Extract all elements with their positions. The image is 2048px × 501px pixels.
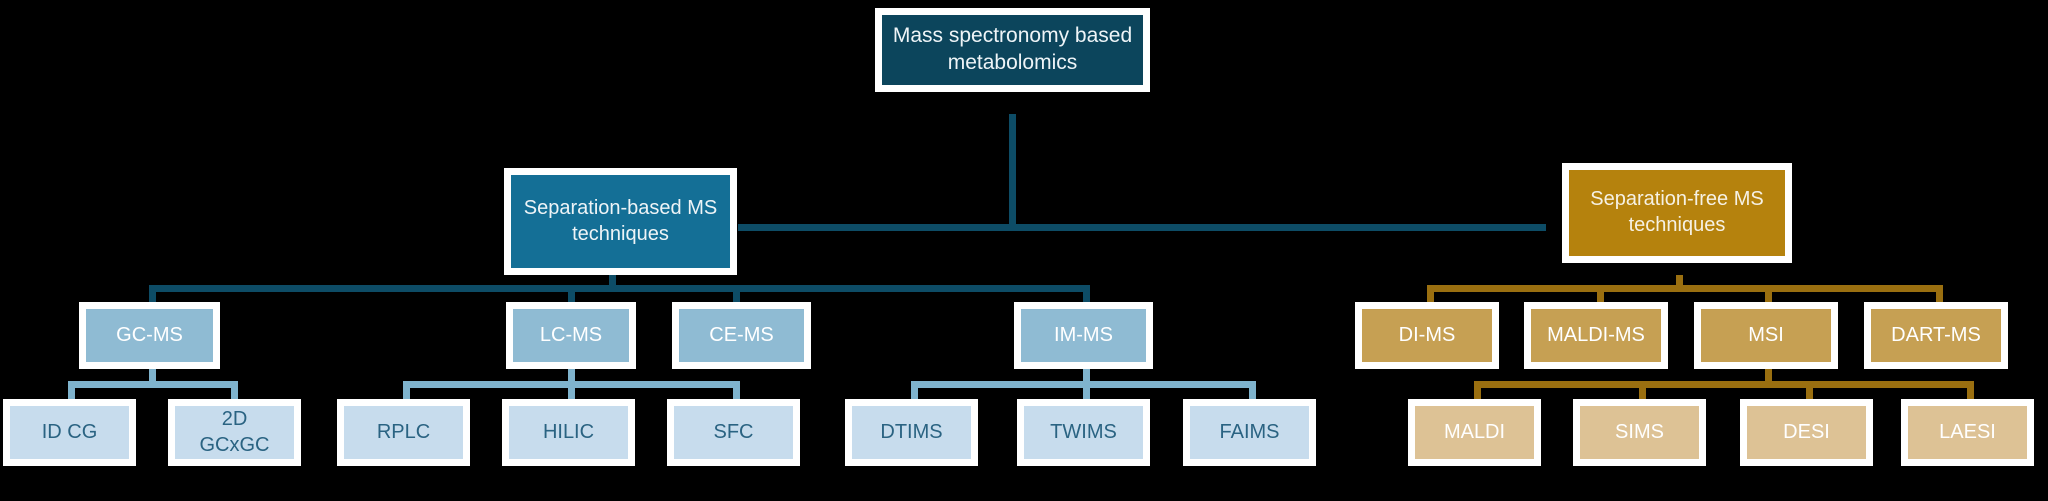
connector-gcms-stub-2dgcxgc: [231, 381, 238, 399]
connector-imms-stub-twims: [1083, 381, 1090, 399]
node-sfc[interactable]: SFC: [667, 399, 800, 466]
connector-gcms-bus: [68, 381, 238, 388]
connector-gold-l3-stub-dartms: [1936, 285, 1943, 303]
node-maldi[interactable]: MALDI: [1408, 399, 1541, 466]
connector-msi-stub-maldi: [1474, 381, 1481, 399]
node-laesi[interactable]: LAESI: [1901, 399, 2034, 466]
connector-msi-stub-laesi: [1967, 381, 1974, 399]
connector-imms-stub-faims: [1249, 381, 1256, 399]
connector-gold-l3-stub-maldims: [1597, 285, 1604, 303]
node-faims[interactable]: FAIMS: [1183, 399, 1316, 466]
node-desi[interactable]: DESI: [1740, 399, 1873, 466]
connector-gold-l3-stub-msi: [1765, 285, 1772, 303]
connector-gold-l3-bus: [1427, 285, 1943, 292]
node-id-cg[interactable]: ID CG: [3, 399, 136, 466]
connector-blue-l3-stub-cems: [733, 285, 740, 303]
node-maldi-ms[interactable]: MALDI-MS: [1524, 302, 1668, 369]
connector-msi-bus: [1474, 381, 1974, 388]
connector-imms-drop: [1083, 368, 1090, 386]
node-separation-free-ms-techniques[interactable]: Separation-free MS techniques: [1562, 163, 1792, 263]
connector-gcms-stub-idcg: [68, 381, 75, 399]
connector-lcms-stub-rplc: [403, 381, 410, 399]
node-gc-ms[interactable]: GC-MS: [79, 302, 220, 369]
node-dtims[interactable]: DTIMS: [845, 399, 978, 466]
connector-gcms-drop: [149, 368, 156, 386]
connector-root-to-separation-free: [1539, 224, 1546, 231]
node-root-mass-spectronomy[interactable]: Mass spectronomy based metabolomics: [875, 8, 1150, 92]
connector-lcms-stub-hilic: [568, 381, 575, 399]
node-2d-gcxgc[interactable]: 2D GCxGC: [168, 399, 301, 466]
connector-blue-l3-stub-imms: [1083, 285, 1090, 303]
node-separation-based-ms-techniques[interactable]: Separation-based MS techniques: [504, 168, 737, 275]
connector-blue-l3-stub-lcms: [568, 285, 575, 303]
connector-root-trunk: [1009, 114, 1016, 231]
node-rplc[interactable]: RPLC: [337, 399, 470, 466]
connector-msi-stub-desi: [1806, 381, 1813, 399]
connector-root-bus: [738, 224, 1546, 231]
node-ce-ms[interactable]: CE-MS: [672, 302, 811, 369]
connector-lcms-drop: [568, 368, 575, 386]
connector-msi-stub-sims: [1639, 381, 1646, 399]
connector-gold-l2-drop: [1676, 275, 1683, 291]
node-hilic[interactable]: HILIC: [502, 399, 635, 466]
connector-msi-drop: [1765, 368, 1772, 386]
node-im-ms[interactable]: IM-MS: [1014, 302, 1153, 369]
connector-gold-l3-stub-dims: [1427, 285, 1434, 303]
node-twims[interactable]: TWIMS: [1017, 399, 1150, 466]
node-lc-ms[interactable]: LC-MS: [506, 302, 636, 369]
connector-imms-stub-dtims: [911, 381, 918, 399]
node-sims[interactable]: SIMS: [1573, 399, 1706, 466]
node-msi[interactable]: MSI: [1694, 302, 1838, 369]
node-di-ms[interactable]: DI-MS: [1355, 302, 1499, 369]
connector-blue-l3-bus: [149, 285, 1090, 292]
connector-lcms-stub-sfc: [733, 381, 740, 399]
connector-blue-l3-stub-gcms: [149, 285, 156, 303]
connector-blue-l2-drop: [609, 275, 616, 291]
node-dart-ms[interactable]: DART-MS: [1864, 302, 2008, 369]
